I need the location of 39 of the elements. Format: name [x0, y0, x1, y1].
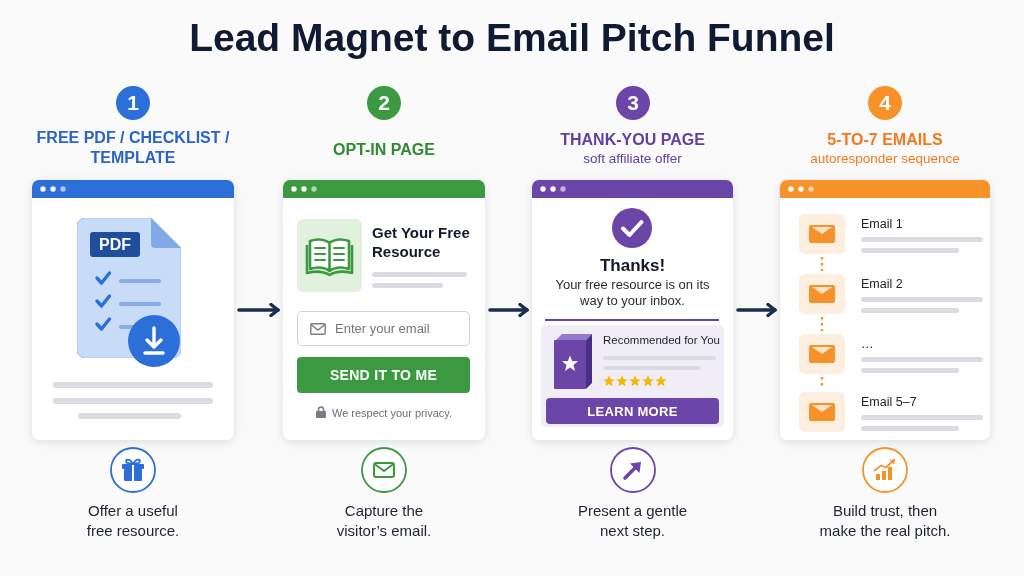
arrow — [488, 302, 529, 318]
diagram-title: Lead Magnet to Email Pitch Funnel — [189, 16, 835, 60]
arrow — [736, 302, 777, 318]
email-label: Email 5–7 — [861, 395, 917, 410]
step-heading: 5-TO-7 EMAILS — [827, 130, 943, 150]
arrow — [237, 302, 280, 318]
step-heading: FREE PDF / CHECKLIST / TEMPLATE — [35, 128, 231, 168]
step-number-circle: 2 — [367, 86, 401, 120]
step-heading: THANK-YOU PAGE — [560, 130, 705, 150]
email-label: Email 2 — [861, 277, 903, 292]
learn-more-button: LEARN MORE — [546, 398, 719, 424]
dotted-line — [820, 377, 824, 389]
email-label: Email 1 — [861, 217, 903, 232]
step-caption: Capture the visitor’s email. — [335, 501, 433, 541]
step-caption: Build trust, then make the real pitch. — [818, 501, 952, 541]
step-number-circle: 3 — [616, 86, 650, 120]
thanks-heading: Thanks! — [599, 256, 666, 276]
card-title: Recommended for You — [603, 333, 720, 347]
dotted-line — [820, 257, 824, 271]
form-title: Get Your Free Resource — [372, 223, 471, 261]
recommendation-card — [541, 325, 724, 427]
privacy-note: We respect your privacy. — [332, 407, 452, 419]
pdf-badge: PDF — [90, 232, 140, 257]
confirmation-message: Your free resource is on its way to your inbox. — [554, 277, 711, 309]
email-label: … — [861, 337, 874, 352]
email-tile — [799, 334, 845, 374]
email-input-field: Enter your email — [297, 311, 470, 346]
step-number-circle: 1 — [116, 86, 150, 120]
step-caption: Offer a useful free resource. — [85, 501, 181, 541]
step-caption: Present a gentle next step. — [576, 501, 689, 541]
email-tile — [799, 214, 845, 254]
step-number-circle: 4 — [868, 86, 902, 120]
step-heading: OPT-IN PAGE — [333, 140, 435, 160]
step-subheading: autoresponder sequence — [810, 150, 960, 168]
submit-button: SEND IT TO ME — [297, 357, 470, 393]
dotted-line — [820, 317, 824, 331]
email-tile — [799, 392, 845, 432]
step-subheading: soft affiliate offer — [583, 150, 682, 168]
email-tile — [799, 274, 845, 314]
